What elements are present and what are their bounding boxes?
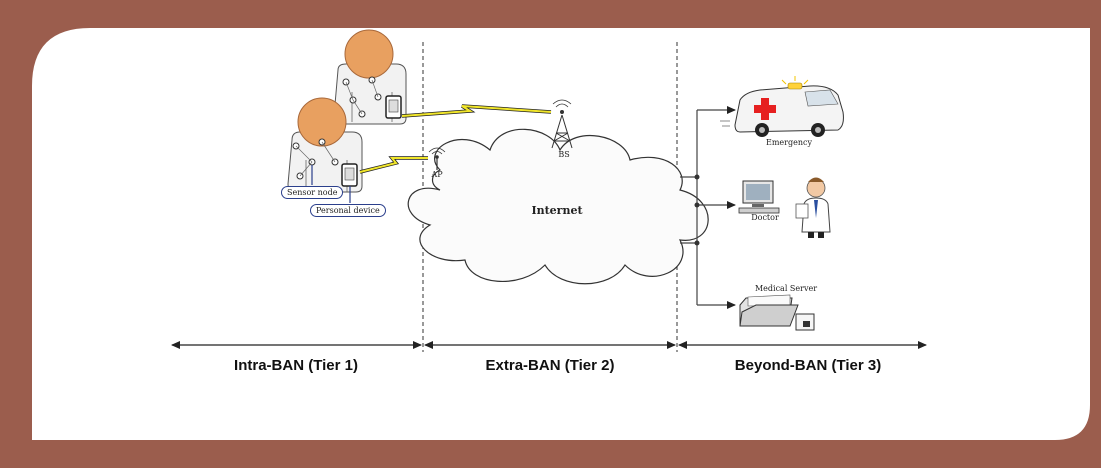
medical-server-label: Medical Server [754, 284, 818, 293]
ap-label: AP [431, 170, 443, 179]
doctor-computer-icon [738, 180, 780, 214]
medical-server-icon [739, 294, 815, 331]
sensor-node-label: Sensor node [281, 186, 344, 199]
ap-icon [428, 147, 446, 170]
tier3-label: Beyond-BAN (Tier 3) [734, 357, 882, 374]
bs-label: BS [558, 150, 570, 159]
bus-junction [694, 240, 700, 246]
internet-cloud [407, 128, 709, 285]
internet-label: Internet [531, 204, 583, 217]
wireless-link-lower [359, 156, 428, 174]
emergency-label: Emergency [766, 138, 812, 147]
wireless-link-upper [401, 104, 552, 118]
ambulance-icon [720, 76, 844, 137]
person-upper [333, 29, 407, 125]
bus-junction [694, 174, 700, 180]
tier2-label: Extra-BAN (Tier 2) [485, 357, 615, 374]
bus-junction [694, 202, 700, 208]
bs-tower-icon [551, 99, 573, 149]
doctor-label: Doctor [751, 213, 779, 222]
tier1-label: Intra-BAN (Tier 1) [234, 357, 358, 374]
doctor-figure-icon [795, 177, 831, 238]
personal-device-label: Personal device [310, 204, 386, 217]
